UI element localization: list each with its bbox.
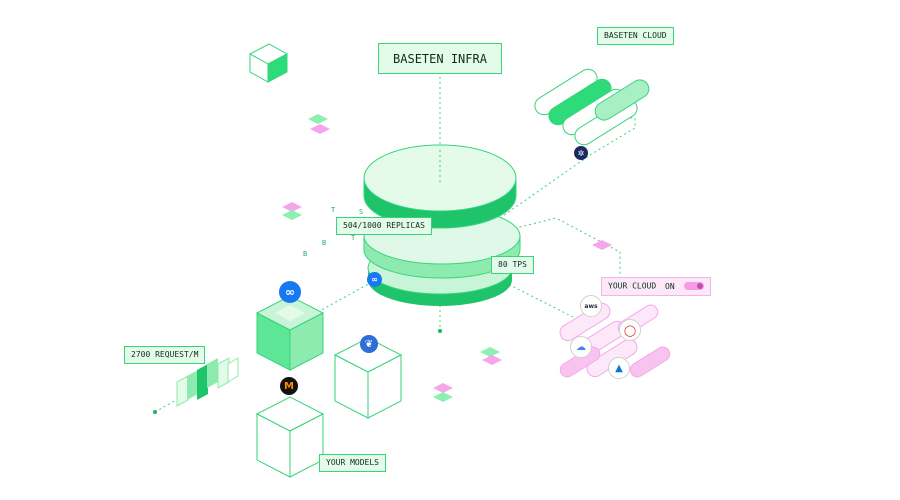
scattered-letter: B — [303, 250, 308, 258]
toggle-switch[interactable] — [684, 282, 705, 290]
model-cube-outline-bottom — [255, 396, 325, 478]
tps-label: 80 TPS — [491, 256, 534, 274]
bird-logo-icon: ❦ — [360, 335, 378, 353]
aws-logo-icon: aws — [580, 295, 602, 317]
floating-diamonds — [282, 114, 612, 402]
model-cube-outline-right — [333, 337, 403, 419]
scattered-letter: S — [359, 208, 364, 216]
request-stream-blocks — [176, 357, 239, 407]
toggle-state-label: ON — [665, 281, 675, 291]
scattered-letter: T — [351, 234, 356, 242]
your-cloud-toggle[interactable]: YOUR CLOUD ON — [601, 277, 712, 296]
baseten-cloud-label: BASETEN CLOUD — [597, 27, 674, 45]
scattered-letter: T — [331, 206, 336, 214]
gcp-logo-icon: ☁ — [570, 336, 592, 358]
scattered-letter: B — [322, 239, 327, 247]
your-models-label: YOUR MODELS — [319, 454, 386, 472]
model-cube-meta — [255, 295, 325, 371]
connector-dot — [153, 410, 157, 414]
meta-logo-icon: ∞ — [279, 281, 301, 303]
replicas-label: 504/1000 REPLICAS — [336, 217, 432, 235]
requests-label: 2700 REQUEST/M — [124, 346, 206, 364]
meta-logo-icon: ∞ — [367, 272, 382, 287]
connector-dot — [438, 329, 442, 333]
infra-title-label: BASETEN INFRA — [378, 43, 502, 74]
your-cloud-label: YOUR CLOUD — [608, 281, 657, 291]
oracle-logo-icon: ◯ — [619, 319, 641, 341]
toggle-knob — [697, 283, 704, 289]
mistral-logo-icon: M — [280, 377, 298, 395]
azure-logo-icon: ▲ — [608, 357, 630, 379]
small-cube-top — [248, 43, 289, 83]
baseten-cloud-pills — [534, 68, 650, 146]
infra-disc-stack — [363, 144, 521, 306]
dashboard-icon: ✲ — [574, 146, 588, 160]
